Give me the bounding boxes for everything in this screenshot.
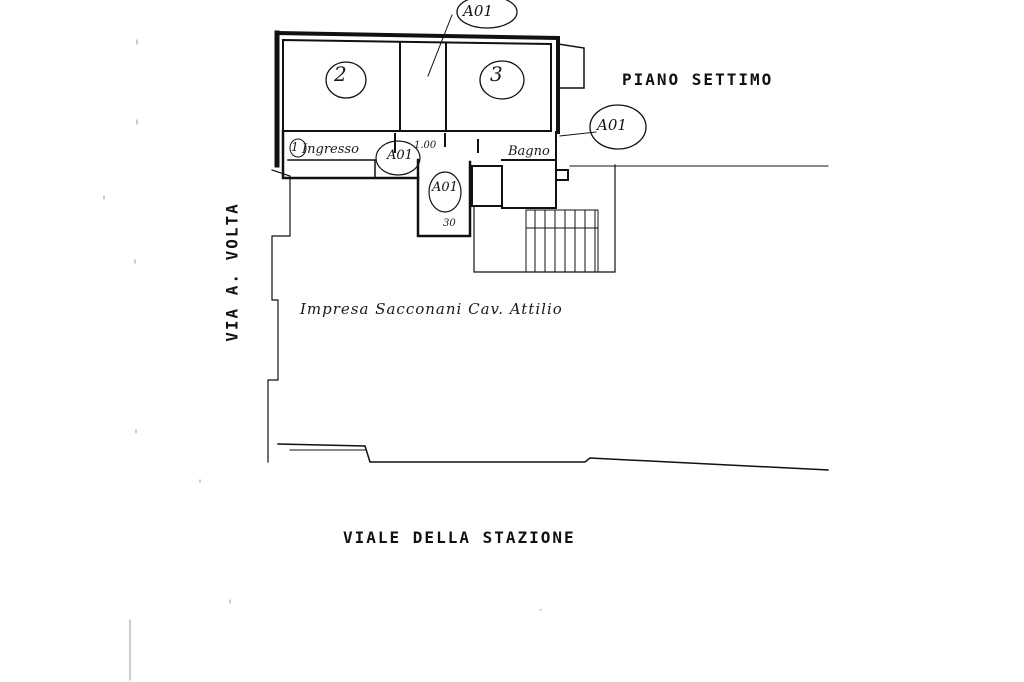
unit-tag-low: A01	[432, 180, 458, 195]
corridor-outline	[281, 129, 420, 180]
apartment-inner-outline	[282, 38, 552, 132]
floor-label: PIANO SETTIMO	[622, 70, 774, 89]
tag-mid-ellipse	[375, 140, 421, 176]
room-1-number: 1	[291, 140, 299, 154]
bath-label: Bagno	[508, 144, 550, 159]
tag-leader-right	[559, 131, 597, 137]
tag-low-ellipse	[428, 171, 462, 213]
street-label-bottom: VIALE DELLA STAZIONE	[343, 528, 576, 547]
stair-steps	[525, 209, 596, 273]
room-2-number: 2	[334, 62, 347, 86]
room-3-circle	[479, 60, 525, 100]
apartment-outer-wall	[274, 30, 560, 134]
dimension-a: 1.00	[414, 140, 437, 151]
bath-box	[471, 165, 503, 207]
tag-leader-top	[427, 14, 453, 77]
building-bottom-line	[277, 443, 829, 471]
stair-landing	[525, 209, 599, 273]
bath-room	[501, 159, 557, 209]
balcony	[557, 43, 585, 89]
scan-noise	[103, 39, 542, 681]
tag-right-ellipse	[589, 104, 647, 150]
unit-tag-top: A01	[463, 2, 493, 20]
room-1-name: Ingresso	[302, 142, 359, 157]
unit-tag-mid: A01	[387, 148, 413, 163]
corridor-right	[555, 131, 569, 181]
room-1-circle	[289, 138, 307, 158]
building-left-wall	[267, 169, 291, 463]
room-2-circle	[325, 61, 367, 99]
door-ticks	[394, 133, 479, 153]
corridor-band	[287, 159, 376, 179]
dimension-b: 30	[443, 218, 456, 229]
niche	[416, 158, 472, 238]
unit-tag-right: A01	[597, 116, 627, 134]
company-label: Impresa Sacconani Cav. Attilio	[300, 300, 563, 318]
room-3-number: 3	[490, 62, 503, 86]
street-label-left: VIA A. VOLTA	[222, 202, 242, 342]
tag-top-ellipse	[456, 0, 518, 29]
